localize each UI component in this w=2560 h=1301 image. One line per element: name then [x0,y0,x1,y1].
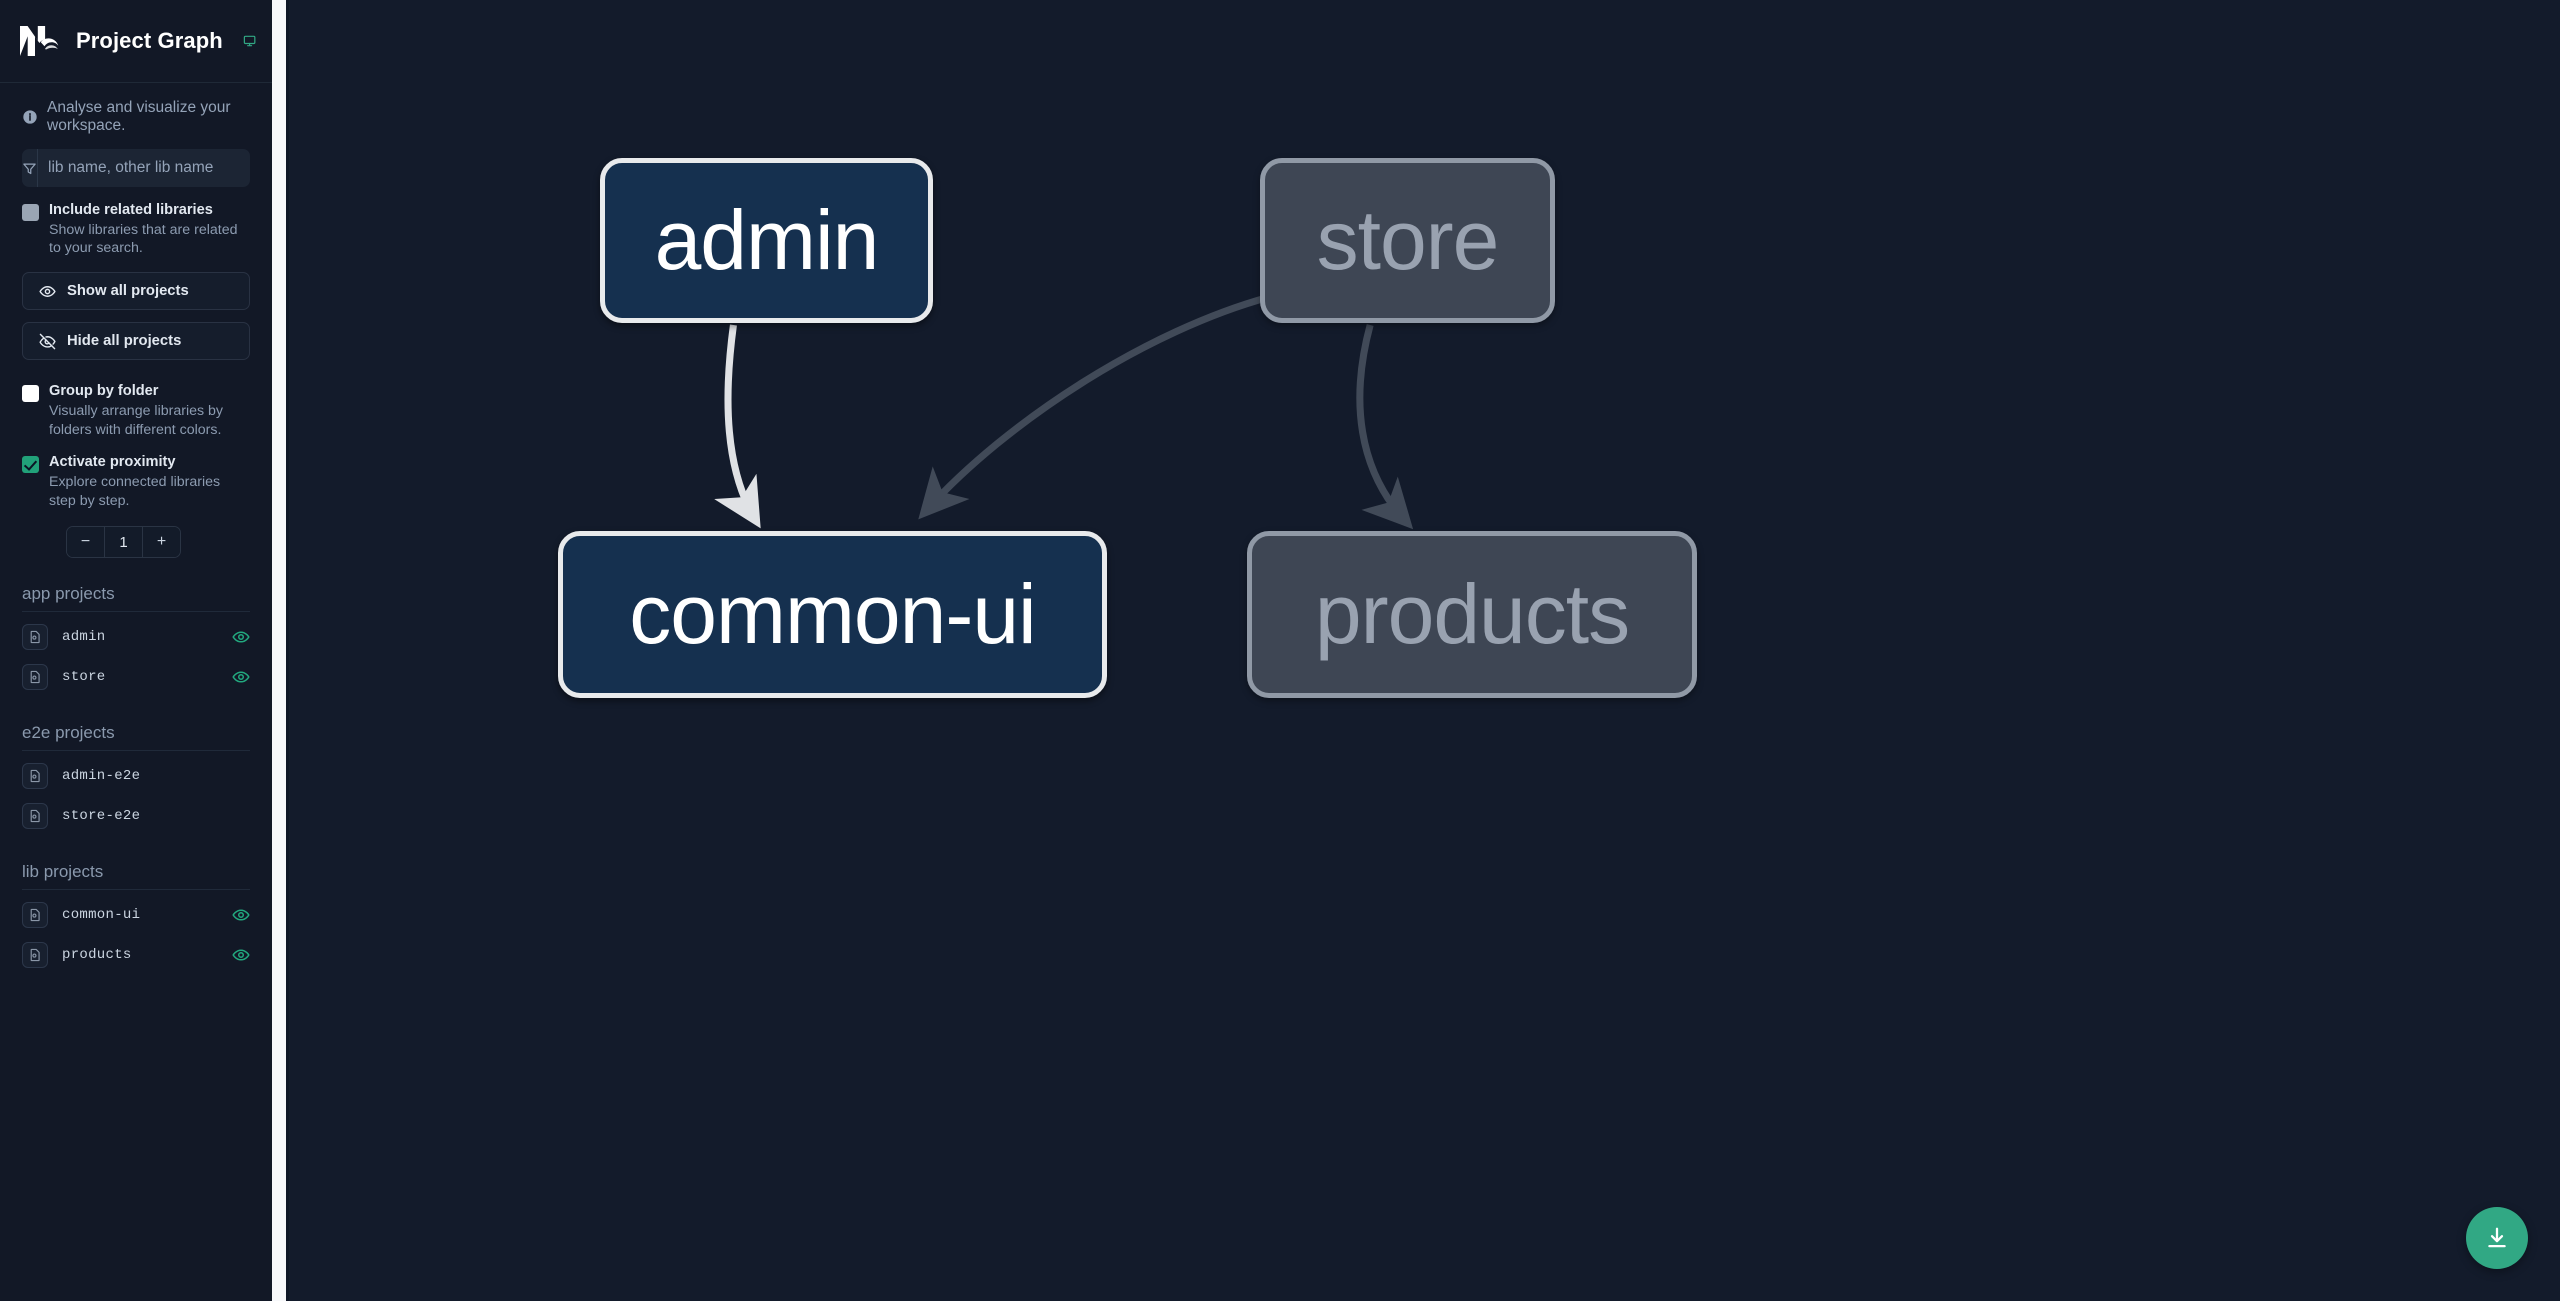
option-description: Explore connected libraries step by step… [49,473,221,509]
include-related-libraries-checkbox[interactable] [22,204,39,221]
show-all-projects-label: Show all projects [67,283,189,300]
graph-node-label: admin [654,193,880,287]
project-group-app: app projects admin [22,584,250,697]
project-name: admin [62,629,106,646]
project-row-admin-e2e[interactable]: admin-e2e [22,756,250,796]
graph-node-common-ui[interactable]: common-ui [558,531,1107,698]
project-group-lib: lib projects common-ui [22,862,250,975]
toggle-visibility-eye-icon[interactable] [232,668,250,686]
project-icon [22,942,48,969]
proximity-value: 1 [104,527,142,558]
option-group-by-folder[interactable]: Group by folder Visually arrange librari… [22,376,250,441]
option-title: Group by folder [49,383,159,400]
option-texts: Group by folder Visually arrange librari… [49,382,250,439]
project-row-products[interactable]: products [22,935,250,975]
proximity-increment-button[interactable]: + [142,527,180,558]
graph-node-label: products [1314,567,1630,661]
project-name: store-e2e [62,808,141,825]
project-row-common-ui[interactable]: common-ui [22,895,250,935]
monitor-icon[interactable] [243,30,256,52]
project-name: admin-e2e [62,768,141,785]
project-row-store-e2e[interactable]: store-e2e [22,796,250,836]
sidebar: Project Graph Analyse and visualize your… [0,0,272,1301]
sidebar-header: Project Graph [0,0,272,83]
document-icon [30,671,40,684]
group-title: app projects [22,584,250,613]
document-icon [30,810,40,823]
graph-node-label: store [1316,193,1500,287]
group-by-folder-checkbox[interactable] [22,385,39,403]
hide-all-projects-button[interactable]: Hide all projects [22,322,250,361]
project-icon [22,664,48,691]
option-activate-proximity[interactable]: Activate proximity Explore connected lib… [22,447,250,512]
search-field[interactable] [22,149,250,187]
project-icon [22,902,48,929]
funnel-icon [23,163,36,174]
option-description: Show libraries that are related to your … [49,221,238,257]
eye-off-icon [39,333,56,349]
graph-node-label: common-ui [629,567,1036,661]
graph-edges [714,293,1414,530]
project-icon [22,763,48,790]
option-description: Visually arrange libraries by folders wi… [49,402,224,438]
sidebar-scrollbar[interactable] [272,0,286,1301]
option-texts: Activate proximity Explore connected lib… [49,453,250,510]
activate-proximity-checkbox[interactable] [22,456,39,474]
project-row-store[interactable]: store [22,657,250,697]
filter-funnel-button[interactable] [22,149,38,187]
proximity-stepper[interactable]: − 1 + [66,526,181,559]
group-title: e2e projects [22,723,250,752]
graph-node-admin[interactable]: admin [600,158,933,323]
search-input[interactable] [38,149,250,187]
edge-store-to-common-ui [918,293,1271,520]
document-icon [30,949,40,962]
project-group-e2e: e2e projects admin-e2e [22,723,250,836]
project-icon [22,803,48,830]
document-icon [30,631,40,644]
nx-logo [20,26,59,56]
option-include-related-libraries[interactable]: Include related libraries Show libraries… [22,195,250,260]
proximity-decrement-button[interactable]: − [67,527,104,558]
sidebar-divider [286,0,289,1301]
project-row-admin[interactable]: admin [22,617,250,657]
graph-node-store[interactable]: store [1260,158,1555,323]
sidebar-body: Include related libraries Show libraries… [0,149,272,1301]
project-name: store [62,669,106,686]
edge-admin-to-common-ui [714,324,761,529]
toggle-visibility-eye-icon[interactable] [232,906,250,924]
download-icon [2488,1227,2506,1248]
toggle-visibility-eye-icon[interactable] [232,628,250,646]
tagline-text: Analyse and visualize your workspace. [47,99,231,134]
group-title: lib projects [22,862,250,891]
document-icon [30,909,40,922]
document-icon [30,770,40,783]
page-title: Project Graph [76,28,223,53]
edge-store-to-products [1356,324,1414,530]
project-name: products [62,947,132,964]
graph-canvas[interactable]: admin store common-ui products [272,0,2560,1301]
graph-node-products[interactable]: products [1247,531,1697,698]
download-graph-button[interactable] [2466,1207,2528,1269]
info-icon [23,110,37,124]
option-title: Activate proximity [49,454,176,471]
toggle-visibility-eye-icon[interactable] [232,946,250,964]
project-icon [22,624,48,651]
show-all-projects-button[interactable]: Show all projects [22,272,250,311]
tagline: Analyse and visualize your workspace. [0,83,272,149]
project-name: common-ui [62,907,141,924]
hide-all-projects-label: Hide all projects [67,333,182,350]
option-texts: Include related libraries Show libraries… [49,201,250,258]
eye-icon [39,285,56,297]
option-title: Include related libraries [49,202,213,218]
